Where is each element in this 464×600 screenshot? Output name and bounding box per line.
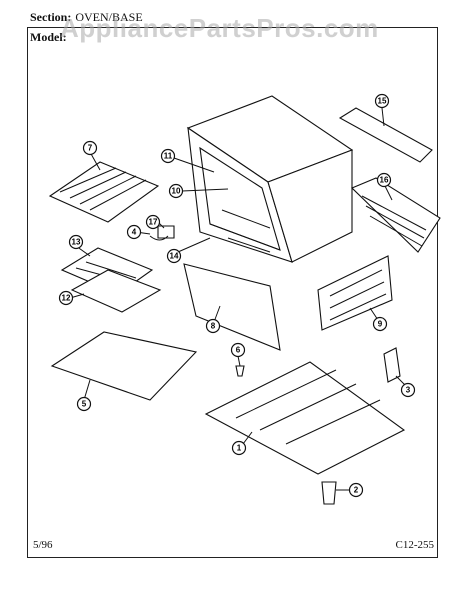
callout-5: 5 xyxy=(76,379,92,412)
callout-8: 8 xyxy=(205,305,221,334)
anti-tip-bracket xyxy=(383,347,401,383)
svg-text:12: 12 xyxy=(62,294,71,303)
oven-cavity xyxy=(186,95,354,263)
rear-panel-bracket xyxy=(338,107,433,163)
rear-vent-panel xyxy=(351,177,441,253)
diagram-frame xyxy=(27,27,438,558)
svg-text:4: 4 xyxy=(132,228,137,237)
svg-text:5: 5 xyxy=(82,400,87,409)
callout-14: 14 xyxy=(166,237,211,264)
broiler-drawer-tray xyxy=(50,331,198,401)
callout-15: 15 xyxy=(374,93,390,127)
callout-12: 12 xyxy=(58,290,85,306)
callout-2: 2 xyxy=(336,482,364,498)
model-line: Model: xyxy=(30,30,67,45)
leveling-leg xyxy=(321,481,337,505)
svg-text:16: 16 xyxy=(380,176,389,185)
callout-13: 13 xyxy=(68,234,91,257)
callout-17: 17 xyxy=(145,214,165,230)
svg-text:11: 11 xyxy=(164,152,173,161)
svg-text:14: 14 xyxy=(170,252,179,261)
section-label: Section: xyxy=(30,10,72,24)
svg-text:15: 15 xyxy=(378,97,387,106)
svg-text:6: 6 xyxy=(236,346,241,355)
callout-9: 9 xyxy=(369,307,388,332)
oven-rack xyxy=(48,161,160,223)
watermark: AppliancePartsPros.com xyxy=(60,13,379,43)
svg-text:7: 7 xyxy=(88,144,93,153)
svg-text:2: 2 xyxy=(354,486,359,495)
callout-11: 11 xyxy=(160,148,215,173)
svg-text:13: 13 xyxy=(72,238,81,247)
model-label: Model: xyxy=(30,30,67,44)
broiler-pan xyxy=(70,269,162,313)
kick-panel xyxy=(183,263,281,351)
svg-text:1: 1 xyxy=(237,444,242,453)
screw xyxy=(235,365,245,377)
svg-text:3: 3 xyxy=(406,386,411,395)
footer-date: 5/96 xyxy=(33,539,53,551)
svg-text:17: 17 xyxy=(149,218,158,227)
callout-3: 3 xyxy=(395,375,416,398)
callout-1: 1 xyxy=(231,431,253,456)
callout-6: 6 xyxy=(230,342,246,367)
section-line: Section:OVEN/BASE xyxy=(30,10,143,25)
footer-code: C12-255 xyxy=(395,539,435,551)
callout-10: 10 xyxy=(168,183,229,199)
svg-text:9: 9 xyxy=(378,320,383,329)
callout-7: 7 xyxy=(82,140,101,171)
section-value: OVEN/BASE xyxy=(75,10,143,24)
igniter xyxy=(157,225,175,239)
side-panel xyxy=(317,255,393,331)
callout-4: 4 xyxy=(126,224,151,240)
base-frame xyxy=(204,361,406,475)
svg-text:8: 8 xyxy=(211,322,216,331)
svg-text:10: 10 xyxy=(172,187,181,196)
callout-16: 16 xyxy=(376,172,393,201)
